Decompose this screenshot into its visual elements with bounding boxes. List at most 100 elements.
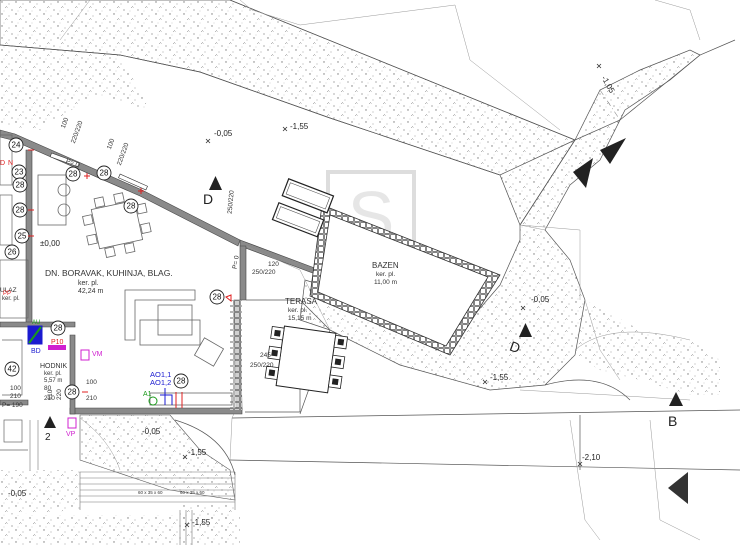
room-label-living: DN. BORAVAK, KUHINJA, BLAG. ker. pl. 42,… xyxy=(45,268,173,295)
svg-text:-0,05: -0,05 xyxy=(8,489,27,498)
interior-furniture xyxy=(37,174,233,406)
svg-text:25: 25 xyxy=(18,232,27,241)
tag-42: 42 xyxy=(4,361,20,377)
svg-text:-0,05: -0,05 xyxy=(142,427,161,436)
svg-text:TERASA: TERASA xyxy=(285,297,318,306)
svg-text:AO1,2: AO1,2 xyxy=(150,378,171,387)
svg-text:245: 245 xyxy=(260,352,271,359)
tag-28e: 28 xyxy=(12,202,28,218)
svg-text:60 x 35 x 60: 60 x 35 x 60 xyxy=(180,490,205,495)
svg-text:N: N xyxy=(8,160,13,167)
svg-text:210: 210 xyxy=(86,395,97,402)
svg-text:28: 28 xyxy=(69,170,78,179)
svg-text:-1,55: -1,55 xyxy=(290,122,309,131)
pool xyxy=(271,178,501,356)
room-label-pool: BAZEN ker. pl. 11,00 m xyxy=(372,261,399,286)
svg-text:ker. pl.: ker. pl. xyxy=(44,371,62,377)
west-rooms xyxy=(0,134,29,451)
svg-text:15,15 m: 15,15 m xyxy=(288,315,312,322)
tag-28d: 28 xyxy=(12,177,28,193)
svg-text:100: 100 xyxy=(106,137,116,150)
room-label-hallway: HODNIK ker. pl. 5,57 m xyxy=(40,363,68,384)
tag-28b: 28 xyxy=(96,165,112,181)
svg-text:D: D xyxy=(0,160,5,167)
svg-text:42: 42 xyxy=(8,365,17,374)
svg-text:5,57 m: 5,57 m xyxy=(44,378,62,384)
tag-28i: 28 xyxy=(64,384,80,400)
svg-text:HODNIK: HODNIK xyxy=(40,363,68,370)
svg-text:-1,55: -1,55 xyxy=(490,373,509,382)
svg-text:210: 210 xyxy=(10,393,21,400)
svg-text:-1,55: -1,55 xyxy=(192,518,211,527)
svg-text:28: 28 xyxy=(213,293,222,302)
svg-text:-0,05: -0,05 xyxy=(214,129,233,138)
svg-text:ker. pl.: ker. pl. xyxy=(288,307,307,314)
detail-tags: 24 23 28 28 28 28 28 25 26 28 28 42 28 2… xyxy=(4,137,225,400)
svg-text:AO1,1: AO1,1 xyxy=(150,370,171,379)
svg-text:120: 120 xyxy=(268,261,279,268)
svg-text:-2,10: -2,10 xyxy=(582,453,601,462)
svg-text:-1,55: -1,55 xyxy=(188,448,207,457)
svg-text:PP: PP xyxy=(3,291,11,297)
svg-text:P= 0: P= 0 xyxy=(232,255,241,270)
svg-text:±0,00: ±0,00 xyxy=(40,239,61,248)
svg-text:ker. pl.: ker. pl. xyxy=(376,271,395,278)
svg-text:80: 80 xyxy=(44,385,52,392)
svg-text:P= 0: P= 0 xyxy=(65,158,80,169)
svg-text:28: 28 xyxy=(100,169,109,178)
svg-text:BD: BD xyxy=(31,348,41,355)
direction-arrows xyxy=(573,138,626,188)
svg-text:250/220: 250/220 xyxy=(252,269,276,276)
svg-text:220/220: 220/220 xyxy=(70,120,85,145)
svg-text:B: B xyxy=(668,413,677,429)
svg-text:D: D xyxy=(203,191,213,207)
svg-text:A1: A1 xyxy=(143,391,152,398)
svg-text:11,00 m: 11,00 m xyxy=(374,279,397,286)
svg-text:100: 100 xyxy=(60,116,70,129)
svg-text:VM: VM xyxy=(92,351,103,358)
tag-25: 25 xyxy=(14,228,30,244)
svg-text:24: 24 xyxy=(12,141,21,150)
tag-24: 24 xyxy=(8,137,24,153)
svg-text:110: 110 xyxy=(47,389,54,400)
room-label-terrace: TERASA ker. pl. 15,15 m xyxy=(285,297,318,322)
stairs xyxy=(29,420,236,545)
svg-text:-0,05: -0,05 xyxy=(531,295,550,304)
svg-text:28: 28 xyxy=(68,388,77,397)
tag-28h: 28 xyxy=(173,373,189,389)
building-walls xyxy=(0,129,321,415)
svg-text:250/220: 250/220 xyxy=(227,190,236,214)
svg-text:42,24 m: 42,24 m xyxy=(78,288,103,295)
tag-23: 23 xyxy=(11,164,27,180)
svg-text:P10: P10 xyxy=(51,339,64,346)
terrace-furniture xyxy=(264,325,349,394)
svg-text:ULAZ: ULAZ xyxy=(0,287,17,294)
tag-28f: 28 xyxy=(209,289,225,305)
tag-26: 26 xyxy=(4,244,20,260)
svg-text:60 x 35 x 60: 60 x 35 x 60 xyxy=(138,490,163,495)
section-marker-d-top: D xyxy=(203,176,222,207)
svg-text:BAZEN: BAZEN xyxy=(372,261,399,270)
electrical-symbols: AO1,1 AO1,2 A1 VM VP BD AU P10 PP D N xyxy=(0,149,232,438)
svg-text:23: 23 xyxy=(15,168,24,177)
svg-text:P= 190: P= 190 xyxy=(2,402,23,409)
svg-text:210: 210 xyxy=(44,395,55,402)
tag-28a: 28 xyxy=(65,166,81,182)
svg-text:220: 220 xyxy=(56,389,63,400)
svg-text:220/220: 220/220 xyxy=(116,142,131,167)
svg-text:100: 100 xyxy=(10,385,21,392)
svg-text:26: 26 xyxy=(8,248,17,257)
section-marker-b: B xyxy=(668,392,688,504)
room-label-utility: ULAZ ker. pl. xyxy=(0,287,20,302)
svg-text:VP: VP xyxy=(66,431,76,438)
svg-text:28: 28 xyxy=(177,377,186,386)
svg-text:28: 28 xyxy=(127,202,136,211)
section-marker-2: 2 xyxy=(44,416,56,443)
dimension-labels: 100 220/220 100 220/220 250/220 120 250/… xyxy=(2,116,279,495)
survey-points xyxy=(182,63,602,528)
svg-text:ker. pl.: ker. pl. xyxy=(78,280,99,287)
svg-text:250/220: 250/220 xyxy=(250,362,274,369)
svg-text:100: 100 xyxy=(86,379,97,386)
tag-28g: 28 xyxy=(50,320,66,336)
